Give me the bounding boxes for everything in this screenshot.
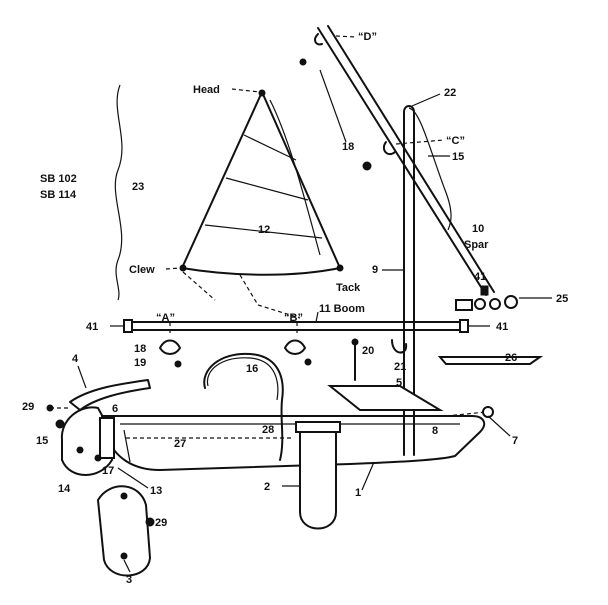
part4-leader <box>77 365 87 389</box>
label-26: 26 <box>505 352 517 364</box>
clew-leader <box>165 267 181 270</box>
label-15-lower: 15 <box>36 435 48 447</box>
screw-d <box>299 58 307 66</box>
sail <box>179 89 344 276</box>
label-18-upper: 18 <box>342 141 354 153</box>
hook-c <box>382 141 396 156</box>
label-4: 4 <box>72 353 79 365</box>
part-26-plate <box>437 356 544 365</box>
label-18-lower: 18 <box>134 343 146 355</box>
washers-25 <box>455 295 518 311</box>
label-9: 9 <box>372 264 378 276</box>
label-29-lower: 29 <box>155 517 167 529</box>
hook-20 <box>391 339 408 354</box>
hull <box>101 415 486 471</box>
label-13: 13 <box>150 485 162 497</box>
label-10: 10 <box>472 223 484 235</box>
model-bracket <box>114 84 123 301</box>
label-29-left: 29 <box>22 401 34 413</box>
label-28: 28 <box>262 424 274 436</box>
label-15-upper: 15 <box>452 151 464 163</box>
model-code-2: SB 114 <box>40 189 77 201</box>
label-7: 7 <box>512 435 518 447</box>
part13-leader <box>117 467 149 489</box>
part1-leader <box>361 461 375 491</box>
sail-to-boom-leader <box>239 274 301 319</box>
label-5: 5 <box>396 377 402 389</box>
clew-to-boom-leader <box>182 271 216 301</box>
label-22: 22 <box>444 87 456 99</box>
label-d: “D” <box>358 31 377 43</box>
cleat-right <box>284 339 312 366</box>
rudder-bolt <box>145 517 155 527</box>
label-clew: Clew <box>129 264 155 276</box>
label-23: 23 <box>132 181 144 193</box>
label-16: 16 <box>246 363 258 375</box>
label-1: 1 <box>355 487 361 499</box>
label-2: 2 <box>264 481 270 493</box>
head-leader <box>231 88 261 93</box>
label-a: “A” <box>156 312 175 324</box>
spar-top-hook <box>314 33 323 46</box>
label-14: 14 <box>58 483 71 495</box>
label-41-right: 41 <box>496 321 508 333</box>
part3-leader <box>123 559 131 573</box>
screw-c <box>362 161 372 171</box>
c-leader <box>395 139 445 145</box>
label-head: Head <box>193 84 220 96</box>
d-leader <box>335 35 357 38</box>
label-25: 25 <box>556 293 568 305</box>
label-b: “B” <box>284 312 303 324</box>
label-6: 6 <box>112 403 118 415</box>
bow-fitting <box>482 406 494 418</box>
label-c: “C” <box>446 135 465 147</box>
label-41-left: 41 <box>86 321 98 333</box>
label-spar: Spar <box>464 239 489 251</box>
label-17: 17 <box>102 465 114 477</box>
label-41-top: 41 <box>474 271 486 283</box>
part18-leader-upper <box>319 69 347 143</box>
label-tack: Tack <box>336 282 361 294</box>
plate-5 <box>327 385 444 411</box>
daggerboard-cap <box>295 421 341 433</box>
boom-label-leader <box>315 311 319 323</box>
label-21: 21 <box>394 361 406 373</box>
part7-leader <box>487 415 511 437</box>
label-12: 12 <box>258 224 270 236</box>
label-3: 3 <box>126 574 132 586</box>
daggerboard <box>299 427 337 530</box>
label-boom: 11 Boom <box>319 303 365 315</box>
mast-cap-41 <box>480 285 489 296</box>
label-19: 19 <box>134 357 146 369</box>
spar <box>317 25 495 296</box>
rope <box>203 352 284 461</box>
cleat-left <box>159 339 182 368</box>
rudder-blade <box>96 485 152 577</box>
label-8: 8 <box>432 425 438 437</box>
tiller <box>69 379 151 411</box>
model-code-1: SB 102 <box>40 173 77 185</box>
label-27: 27 <box>174 438 186 450</box>
part22-leader <box>411 93 441 107</box>
label-20: 20 <box>362 345 374 357</box>
